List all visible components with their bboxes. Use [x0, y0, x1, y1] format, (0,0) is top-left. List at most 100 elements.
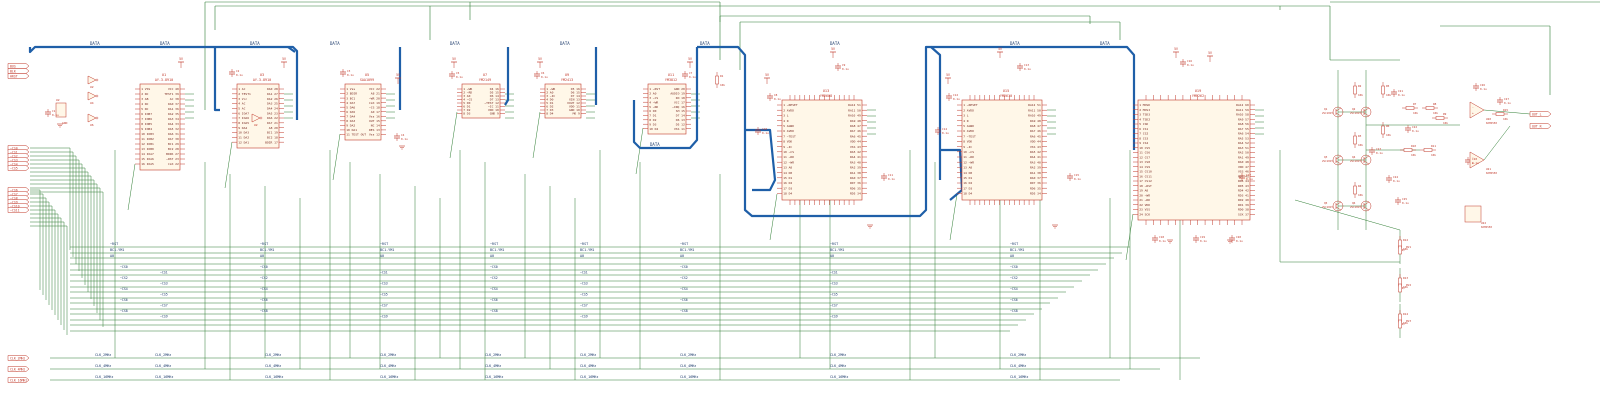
gate-ref: U4 [90, 101, 94, 105]
capacitor-value: 0.1u [1412, 129, 1419, 133]
chip-body [344, 83, 382, 141]
chip-pin-label: RA11 59 [1236, 108, 1249, 112]
net-label-clock: CLK_4MHz [485, 364, 501, 368]
net-label-cs: ~CS6 [260, 298, 268, 302]
resistor-value: 10k [1403, 285, 1408, 289]
opamp-ref: U21 [1486, 167, 1491, 171]
bus-label-data: DATA [830, 41, 840, 46]
chip-pin-label: 2 AVDD [963, 108, 974, 112]
capacitor-value: 0.1u [953, 97, 960, 101]
chip-body [1137, 99, 1251, 221]
chip-pin-label: NC 14 [371, 124, 380, 128]
chip-pin-label: DA6 22 [267, 116, 278, 120]
chip-pin-label: 5 AGND [783, 124, 794, 128]
chip-pin-label: GND 10 [569, 108, 580, 112]
transistor-part: 2SC1815 [1350, 205, 1361, 209]
net-label-clock: CLK_2MHz [485, 353, 501, 357]
chip-pin-label: 6 AVDD [783, 129, 794, 133]
resistor-ref: R9 [1443, 112, 1447, 116]
chip-pin-label: AC 38 [170, 97, 179, 101]
capacitor-ref: C27 [1504, 97, 1509, 101]
transistor-part: 2SC1815 [1322, 159, 1333, 163]
chip-pin-label: 5 AGND [963, 124, 974, 128]
gate-bubble [95, 116, 99, 120]
resistor-body [1381, 125, 1385, 135]
chip-pin-label: 15 IOA6 [141, 157, 154, 161]
port-clock [7, 377, 30, 383]
net-label-clock: CLK_16MHz [580, 375, 598, 379]
net-label-cs: ~CS0 [1010, 265, 1018, 269]
chip-pin-label: DA5 32 [168, 127, 179, 131]
chip-body [647, 83, 687, 135]
potentiometer-wiper [1401, 286, 1405, 290]
opamp-minus: - [1472, 105, 1474, 109]
transistor-ref: Q4 [1352, 155, 1356, 159]
data-bus-segment [931, 45, 1136, 150]
chip-pin-label: 6 D2 [546, 105, 553, 109]
capacitor-ref: C3 [347, 69, 351, 73]
net-label-clock: CLK_4MHz [95, 364, 111, 368]
chip-pin-label: RA7 46 [850, 129, 861, 133]
capacitor-value: 0.1u [347, 73, 354, 77]
bus-label-data: DATA [250, 41, 260, 46]
resistor-ref: R13 [1403, 276, 1408, 280]
chip-stub-wire [224, 141, 233, 189]
transistor-ref: Q3 [1324, 155, 1328, 159]
bus-label-data: DATA [330, 41, 340, 46]
chip-pin-label: 7 D3 [546, 108, 553, 112]
capacitor-value: 0.1u [456, 75, 463, 79]
chip-pin-label: RA9 48 [1030, 119, 1041, 123]
chip-pin-label: 2 ~RD [463, 91, 472, 95]
power-label: 5V [179, 57, 183, 61]
chip-pin-label: A8 20 [269, 126, 278, 130]
chip-pin-label: VSS 11 [674, 127, 685, 131]
chip-pin-label: 11 ~RD [783, 155, 794, 159]
pot-feed-wire [1294, 199, 1401, 231]
potentiometer-wiper [1401, 322, 1405, 326]
net-label-cs: ~CS7 [580, 304, 588, 308]
chip-pin-label: 4 R [783, 119, 789, 123]
chip-pin-label: 14 D0 [783, 171, 792, 175]
net-label-clock: CLK_2MHz [265, 353, 281, 357]
net-label-cs: ~CS3 [380, 282, 388, 286]
chip-pin-label: 15 D1 [783, 176, 792, 180]
net-label-cs: ~CS2 [1010, 276, 1018, 280]
chip-pin-label: VCC 17 [674, 100, 685, 104]
power-label: 5V [1208, 51, 1212, 55]
opamp-power-unit [1464, 205, 1482, 223]
net-label-clock: CLK_2MHz [95, 353, 111, 357]
resistor-body [1403, 148, 1413, 152]
chip-stub-wire [532, 111, 541, 159]
chip-pin-label: BC2 28 [168, 147, 179, 151]
chip-pin-label: RA6 45 [1030, 134, 1041, 138]
transistor-part: 2SC1815 [1350, 111, 1361, 115]
chip-pin-label: 10 CS5 [1139, 146, 1150, 150]
net-label-cs: ~CS8 [260, 309, 268, 313]
chip-pin-label: RA12 60 [1236, 103, 1249, 107]
port-cs-text: ~CS3 [10, 158, 18, 162]
power-label: 5V [688, 57, 692, 61]
capacitor-value: 0.1u [1074, 177, 1081, 181]
chip-pin-label: 2 NC [141, 92, 148, 96]
resistor-value: 10k [1503, 117, 1508, 121]
chip-pin-label: RA10 58 [1236, 113, 1249, 117]
chip-pin-label: ~TEST 12 [484, 101, 499, 105]
chip-stub-wire [127, 163, 136, 211]
resistor-ref: R12 [1403, 238, 1408, 242]
chip-pin-label: 2 BDIR [346, 92, 357, 96]
chip-pin-label: BC1 29 [168, 142, 179, 146]
chip-pin-label: Vss 12 [369, 133, 380, 137]
port-cs [7, 165, 30, 171]
net-label-cs: ~CS0 [260, 265, 268, 269]
resistor-value: 10k [1358, 143, 1363, 147]
net-label-rst: ~RST [110, 242, 118, 246]
transistor-emitter [1363, 160, 1370, 165]
chip-ref: U13 [823, 89, 830, 93]
resistor-ref: R1 [720, 74, 724, 78]
chip-pin-label: 10 IOB3 [141, 132, 154, 136]
chip-body [139, 83, 181, 171]
resistor-body [1405, 106, 1415, 110]
chip-pin-label: ~IRQ 16 [672, 105, 685, 109]
net-label-cs: ~CS2 [120, 276, 128, 280]
